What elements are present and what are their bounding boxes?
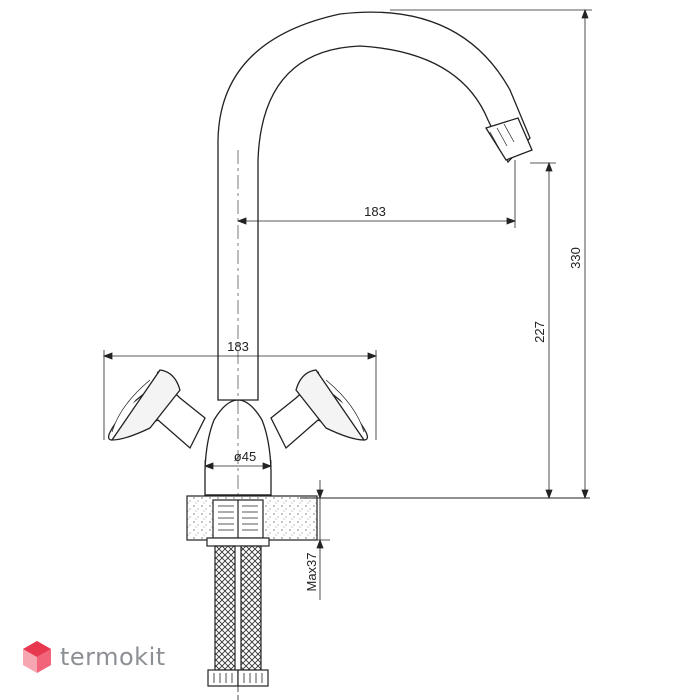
watermark-text: termokit xyxy=(60,643,166,671)
dimension-base-diameter xyxy=(203,460,273,496)
cube-logo-icon xyxy=(23,641,51,673)
base-diameter-label: ø45 xyxy=(234,449,256,464)
dimension-spout-height xyxy=(530,161,556,500)
handle-span-label: 183 xyxy=(227,339,249,354)
flexible-hoses xyxy=(207,545,269,700)
watermark-logo: termokit xyxy=(22,640,166,674)
dimension-max-counter xyxy=(300,480,330,600)
dimension-spout-reach xyxy=(236,160,517,228)
dimension-total-height xyxy=(390,8,592,500)
mounting-shank xyxy=(206,499,270,547)
dimension-handle-span xyxy=(102,350,378,440)
spout xyxy=(217,11,533,500)
spout-height-label: 227 xyxy=(532,321,547,343)
max-counter-label: Max37 xyxy=(304,552,319,591)
left-handle xyxy=(107,369,206,450)
right-handle xyxy=(270,369,369,450)
spout-reach-label: 183 xyxy=(364,204,386,219)
total-height-label: 330 xyxy=(568,247,583,269)
